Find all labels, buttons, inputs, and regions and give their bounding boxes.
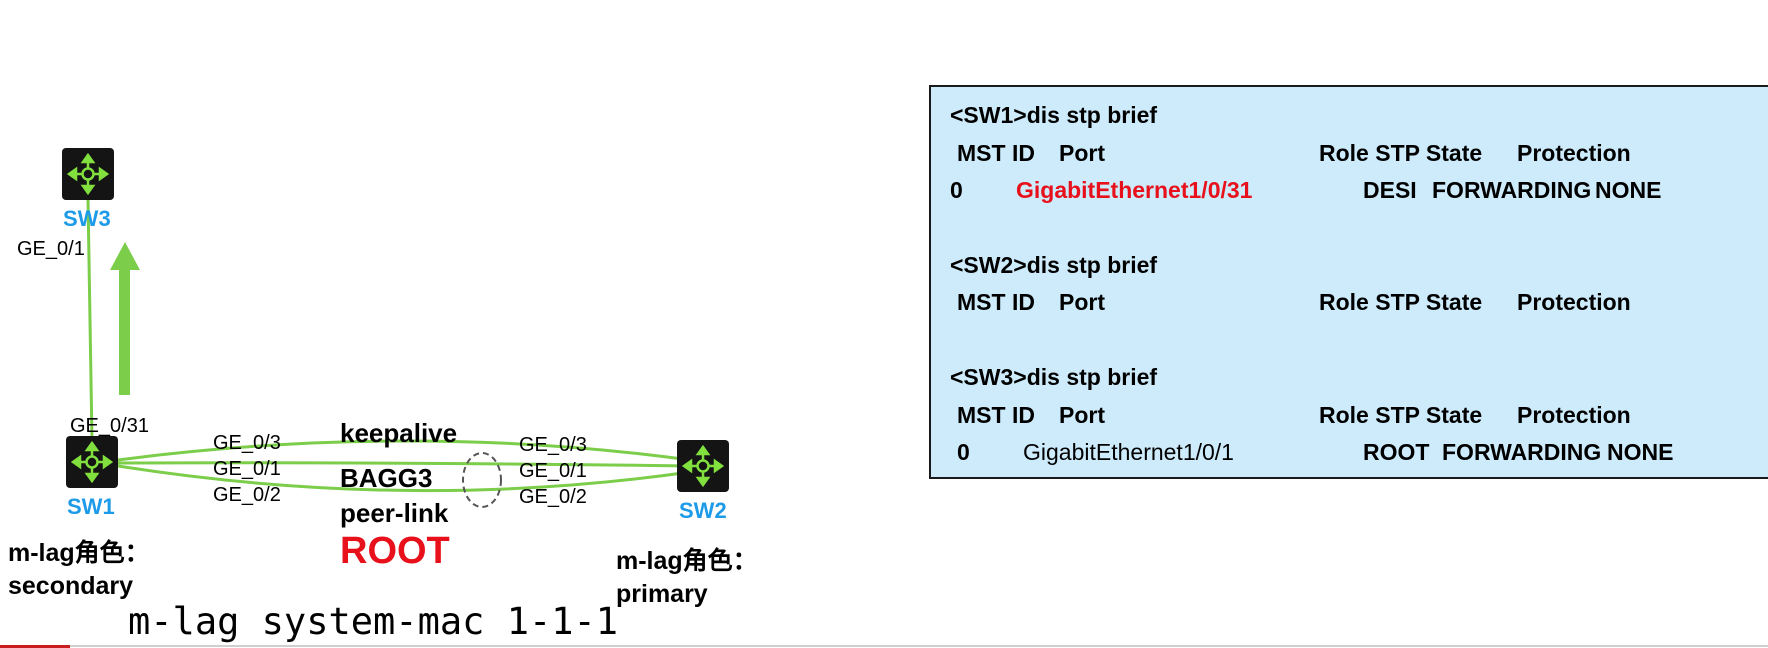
link-sw3-sw1 xyxy=(86,199,94,441)
sw2-command: <SW2>dis stp brief xyxy=(950,252,1158,278)
system-mac-label: m-lag system-mac 1-1-1 xyxy=(128,600,619,643)
row-state: FORWARDING xyxy=(1442,439,1602,465)
root-label: ROOT xyxy=(340,530,450,572)
sw2-role-line2: primary xyxy=(616,580,708,608)
row-state: FORWARDING xyxy=(1432,177,1592,203)
header-role-state: Role STP State xyxy=(1319,140,1483,166)
header-mst-id: MST ID xyxy=(957,289,1035,315)
bagg-label: BAGG3 xyxy=(340,463,433,493)
header-role-state: Role STP State xyxy=(1319,402,1483,428)
header-mst-id: MST ID xyxy=(957,402,1035,428)
node-label-sw1: SW1 xyxy=(67,494,115,519)
header-protection: Protection xyxy=(1517,402,1631,428)
sw1-command: <SW1>dis stp brief xyxy=(950,102,1158,128)
row-role: DESI xyxy=(1363,177,1417,203)
node-label-sw2: SW2 xyxy=(679,498,727,523)
header-role-state: Role STP State xyxy=(1319,289,1483,315)
port-label: GE_0/31 xyxy=(70,415,149,437)
sw1-role-line1: m-lag角色： xyxy=(8,539,150,567)
row-mst-id: 0 xyxy=(950,177,963,203)
header-mst-id: MST ID xyxy=(957,140,1035,166)
sw2-role-line1: m-lag角色： xyxy=(616,547,758,575)
sw3-command: <SW3>dis stp brief xyxy=(950,364,1158,390)
header-port: Port xyxy=(1059,402,1105,428)
sw1-role-line2: secondary xyxy=(8,572,134,600)
port-label: GE_0/1 xyxy=(519,460,587,482)
header-port: Port xyxy=(1059,140,1105,166)
stp-output-panel: <SW1>dis stp brief MST ID Port Role STP … xyxy=(929,85,1768,479)
link-ge1 xyxy=(117,461,691,468)
bottom-divider xyxy=(0,645,1768,647)
row-port: GigabitEthernet1/0/31 xyxy=(1016,177,1253,203)
port-label: GE_0/1 xyxy=(213,458,281,480)
header-port: Port xyxy=(1059,289,1105,315)
port-label: GE_0/3 xyxy=(519,434,587,456)
row-mst-id: 0 xyxy=(957,439,970,465)
port-label: GE_0/1 xyxy=(17,238,85,260)
header-protection: Protection xyxy=(1517,289,1631,315)
up-arrow-shaft xyxy=(119,269,130,395)
header-protection: Protection xyxy=(1517,140,1631,166)
up-arrow-head xyxy=(110,242,140,270)
row-port: GigabitEthernet1/0/1 xyxy=(1023,439,1234,465)
switch-icon xyxy=(62,148,114,200)
port-label: GE_0/2 xyxy=(213,484,281,506)
link-ge2 xyxy=(117,464,691,493)
port-label: GE_0/2 xyxy=(519,486,587,508)
bagg-ellipse xyxy=(462,452,502,508)
row-protection: NONE xyxy=(1607,439,1674,465)
switch-icon xyxy=(677,440,729,492)
port-label: GE_0/3 xyxy=(213,432,281,454)
node-label-sw3: SW3 xyxy=(63,206,111,231)
keepalive-label: keepalive xyxy=(340,418,458,448)
link-ge3 xyxy=(117,439,691,462)
row-protection: NONE xyxy=(1595,177,1662,203)
switch-icon xyxy=(66,436,118,488)
peer-link-label: peer-link xyxy=(340,498,449,528)
row-role: ROOT xyxy=(1363,439,1430,465)
bottom-progress-mark xyxy=(0,645,70,648)
